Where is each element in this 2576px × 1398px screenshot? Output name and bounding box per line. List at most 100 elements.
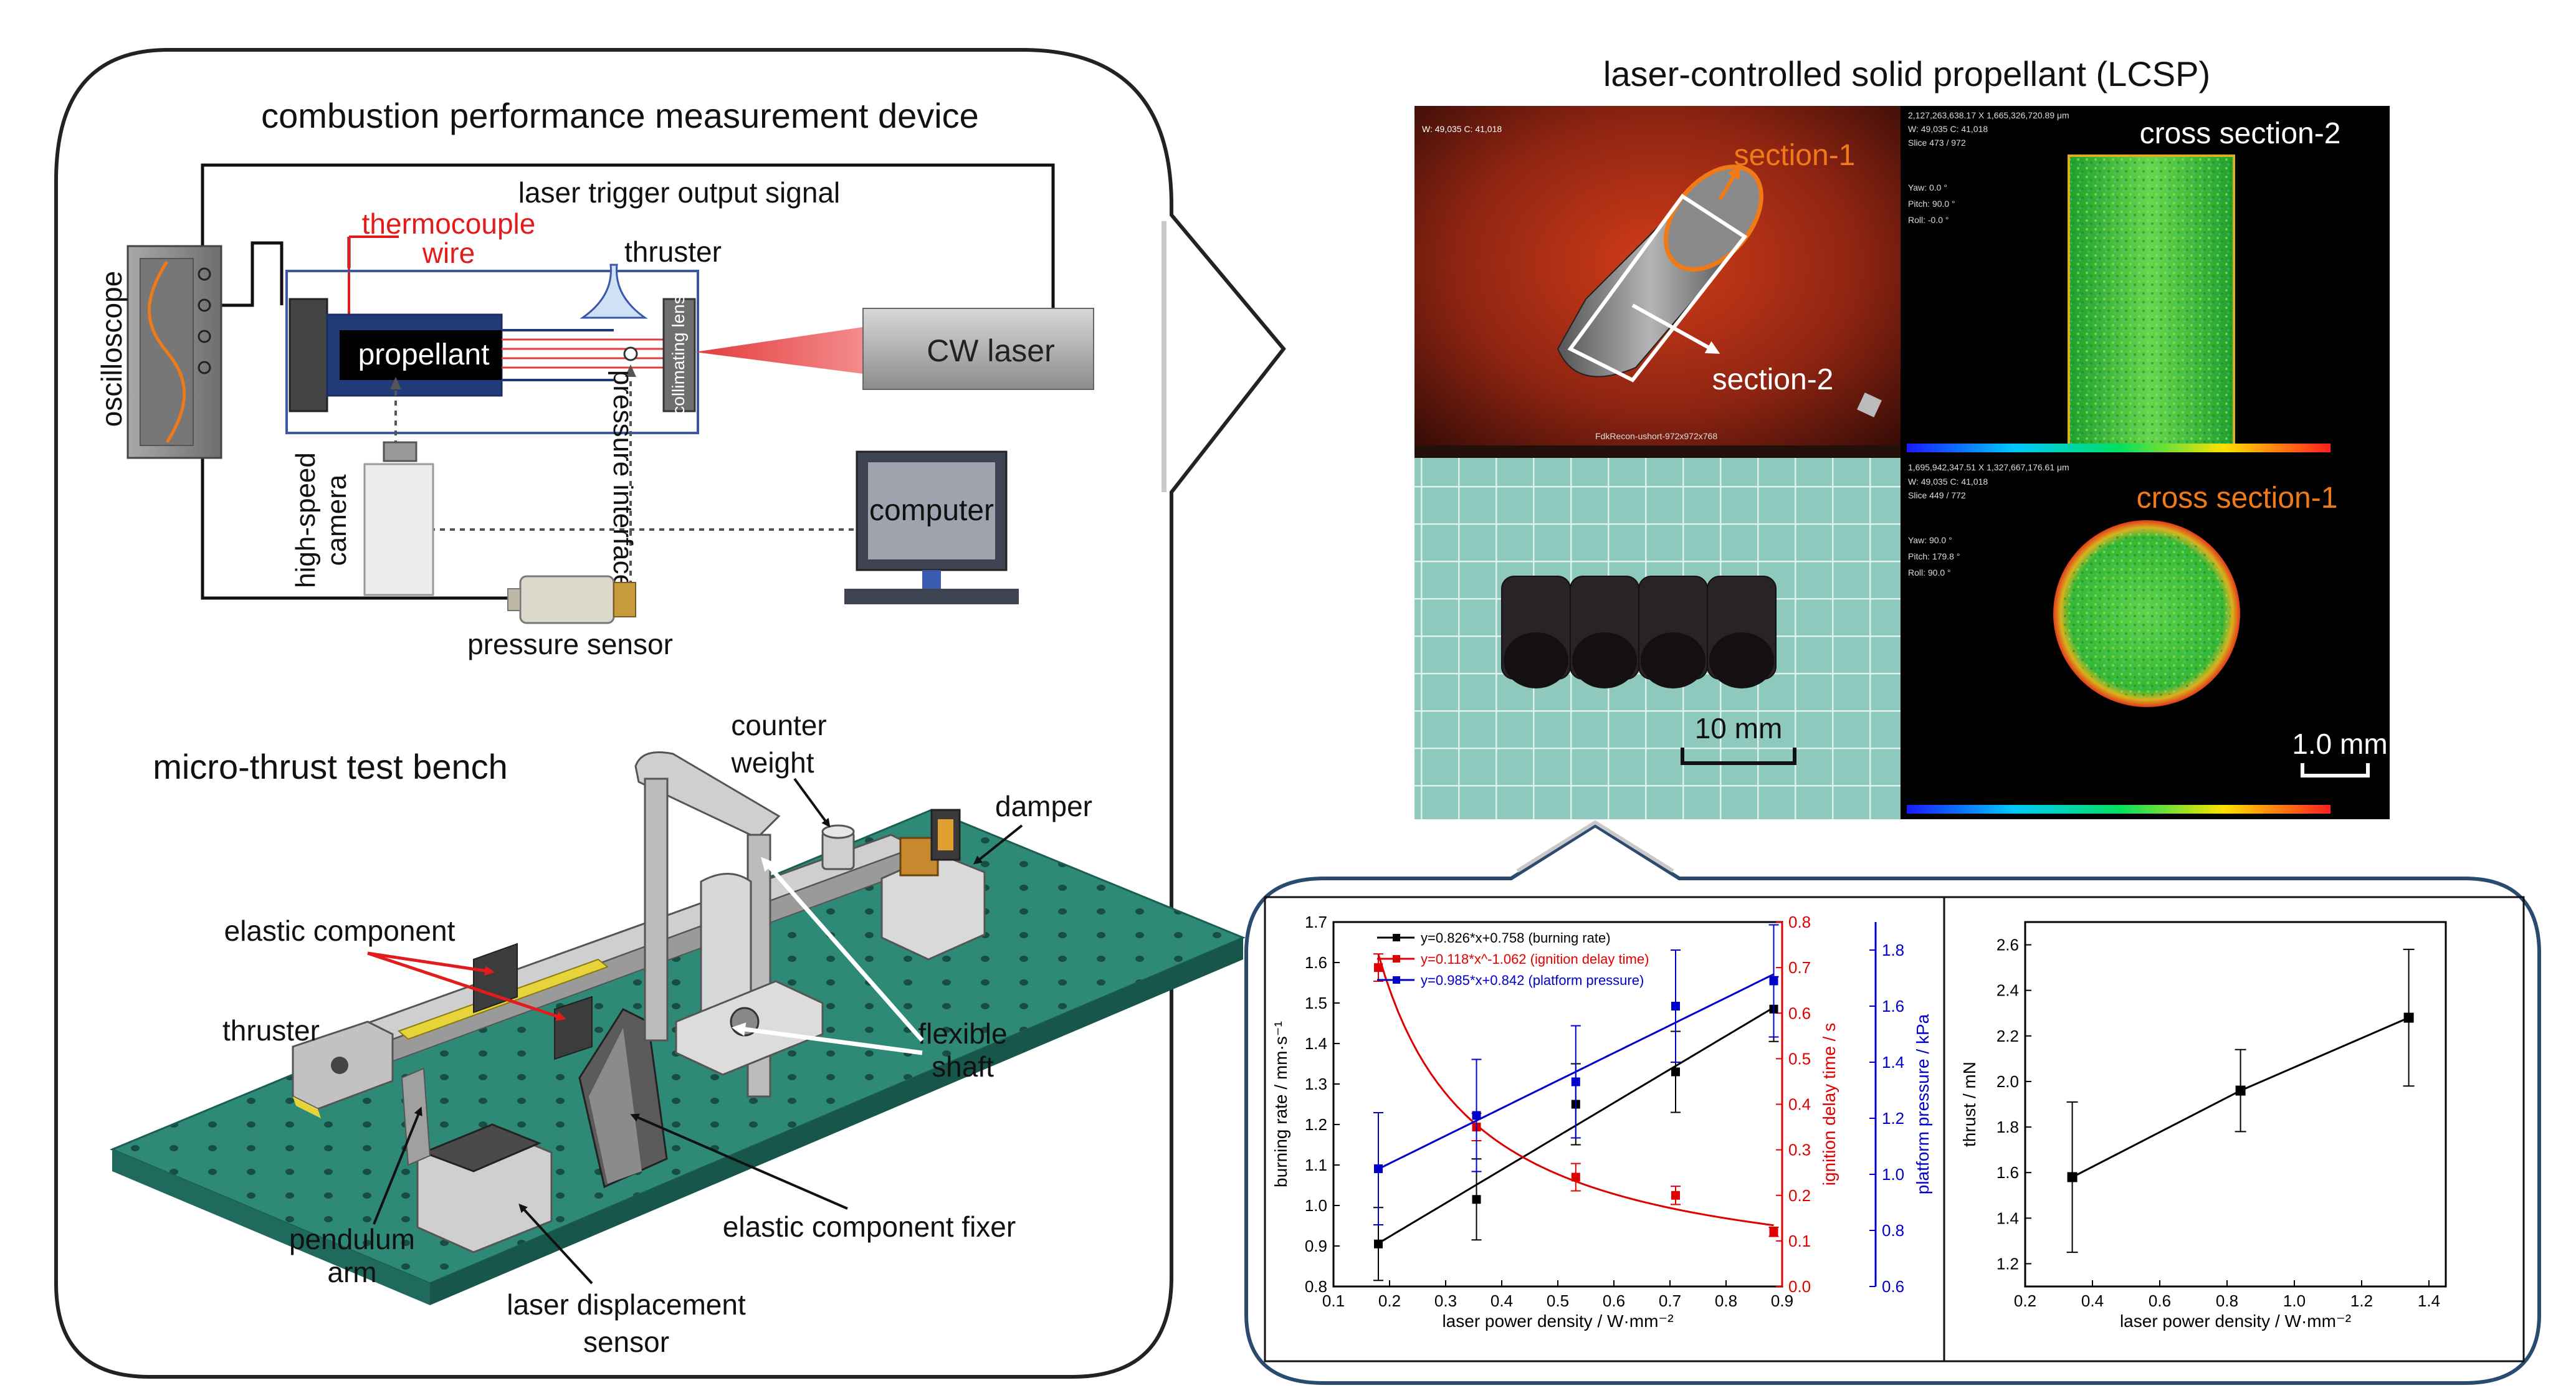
chart1-ignition-tick-label: 0.2 [1788, 1186, 1811, 1205]
chart1-legend-marker [1393, 955, 1400, 963]
camera-arrow-head [390, 377, 401, 389]
chart2-point [2235, 1085, 2246, 1096]
svg-text:1,695,942,347.51 X 1,327,667,1: 1,695,942,347.51 X 1,327,667,176.61 μm [1908, 462, 2069, 472]
ct-cross-section-1: 1,695,942,347.51 X 1,327,667,176.61 μm W… [1901, 458, 2390, 819]
counter-weight-pointer [793, 777, 831, 828]
chart1-burning-tick-label: 1.2 [1305, 1115, 1327, 1134]
chart2-x-tick-label: 0.2 [2014, 1291, 2036, 1310]
chart1-point-ignition [1374, 963, 1383, 972]
chart-panel-inner [1264, 896, 2525, 1362]
chart2-y-tick-label: 2.6 [1996, 936, 2019, 954]
chart2-y-tick-label: 2.2 [1996, 1027, 2019, 1045]
svg-text:FdkRecon-ushort-972x972x768: FdkRecon-ushort-972x972x768 [1595, 431, 1717, 441]
damper-pointer [973, 824, 1023, 865]
svg-text:Roll: -0.0 °: Roll: -0.0 ° [1908, 215, 1949, 225]
chart1-ignition-tick-label: 0.5 [1788, 1049, 1811, 1068]
section2-label: section-2 [1712, 363, 1834, 396]
flexible-pointer-2 [732, 1022, 923, 1055]
chart2-y-tick-label: 2.4 [1996, 981, 2019, 1000]
cross-section-1-label: cross section-1 [2137, 482, 2338, 515]
chart1-ignition-tick-label: 0.6 [1788, 1004, 1811, 1022]
chart2-x-tick-label: 0.6 [2149, 1291, 2171, 1310]
chart1-pressure-tick-label: 0.8 [1882, 1221, 1904, 1240]
chart2-x-tick-label: 0.4 [2081, 1291, 2104, 1310]
thruster-chamber [285, 264, 699, 434]
collimating-lens-label: collimating lens [669, 295, 688, 414]
chart1-burning-tick-label: 0.9 [1305, 1237, 1327, 1255]
elastic-pointer-1 [367, 951, 495, 976]
chart1-pressure-tick-label: 0.6 [1882, 1277, 1904, 1296]
svg-text:W: 49,035 C: 41,018: W: 49,035 C: 41,018 [1908, 124, 1988, 134]
chart2-x-axis-label: laser power density / W·mm⁻² [2120, 1311, 2351, 1331]
chart1-x-tick-label: 0.4 [1491, 1291, 1513, 1310]
chart1-ignition-axis-label: ignition delay time / s [1820, 1023, 1839, 1186]
chart2-point [2067, 1172, 2077, 1182]
chart1-point-burning [1472, 1195, 1481, 1204]
thermocouple-label-1: thermocouple [362, 207, 536, 240]
chart1-x-tick-label: 0.9 [1771, 1291, 1793, 1310]
elastic-pointer-2 [367, 951, 566, 1021]
chart1-burning-tick-label: 1.3 [1305, 1075, 1327, 1093]
svg-text:Pitch: 90.0 °: Pitch: 90.0 ° [1908, 199, 1955, 209]
propellant-photo [1414, 458, 1901, 819]
chart1-x-tick-label: 0.6 [1603, 1291, 1625, 1310]
svg-text:W: 49,035 C: 41,018: W: 49,035 C: 41,018 [1422, 124, 1502, 134]
chart-panel-notch [1516, 820, 1674, 873]
counter-weight-label-2: weight [731, 746, 814, 779]
pendulum-arm-label-2: arm [327, 1256, 376, 1288]
chart1-point-pressure [1472, 1111, 1481, 1120]
fixer-pointer [630, 1113, 848, 1210]
pendulum-arm-label-1: pendulum [289, 1223, 415, 1255]
flexible-shaft-label-1: flexible [918, 1017, 1007, 1050]
measurement-lines [394, 368, 857, 586]
section1-label: section-1 [1734, 139, 1856, 172]
device-title: combustion performance measurement devic… [261, 96, 979, 135]
thruster-label-device: thruster [624, 235, 722, 268]
flexible-pointer-1 [761, 857, 924, 1042]
chart1-point-ignition [1571, 1172, 1580, 1182]
chart1-ignition-tick-label: 0.8 [1788, 913, 1811, 931]
chart1-point-pressure [1671, 1002, 1680, 1010]
chart2-y-tick-label: 1.2 [1996, 1254, 2019, 1273]
scale-1mm-label: 1.0 mm [2292, 728, 2387, 760]
chart2-y-tick-label: 1.8 [1996, 1118, 2019, 1136]
chart2-x-tick-label: 1.0 [2283, 1291, 2306, 1310]
chart1-point-pressure [1571, 1077, 1580, 1087]
lcsp-title: laser-controlled solid propellant (LCSP) [1603, 54, 2210, 93]
chart1-burning-tick-label: 1.1 [1305, 1156, 1327, 1174]
chart1-legend-text: y=0.985*x+0.842 (platform pressure) [1421, 972, 1644, 988]
chart1-x-tick-label: 0.5 [1547, 1291, 1569, 1310]
displacement-pointer [518, 1204, 593, 1285]
chart1-ignition-tick-label: 0.4 [1788, 1095, 1811, 1114]
chart2-x-tick-label: 1.4 [2418, 1291, 2440, 1310]
cross-section-2-label: cross section-2 [2140, 117, 2341, 150]
cw-laser-label: CW laser [927, 333, 1055, 368]
chart2-y-tick-label: 2.0 [1996, 1072, 2019, 1091]
chart1-point-burning [1671, 1067, 1680, 1077]
chart1-legend-marker [1393, 976, 1400, 984]
pressure-interface-label: pressure interface [608, 370, 638, 589]
test-bench-drawing [110, 751, 1246, 1305]
chart1-legend-text: y=0.118*x^-1.062 (ignition delay time) [1421, 951, 1649, 967]
chart1-ignition-tick-label: 0.7 [1788, 958, 1811, 977]
svg-text:Slice 473 / 972: Slice 473 / 972 [1908, 138, 1966, 148]
chart1-x-axis-label: laser power density / W·mm⁻² [1442, 1311, 1673, 1331]
computer [844, 450, 1019, 604]
propellant-label: propellant [358, 338, 490, 371]
laser-trigger-label: laser trigger output signal [518, 176, 841, 209]
chart1-burning-tick-label: 1.4 [1305, 1034, 1327, 1053]
high-speed-camera [363, 441, 434, 596]
svg-text:W: 49,035 C: 41,018: W: 49,035 C: 41,018 [1908, 477, 1988, 487]
chart2-point [2403, 1012, 2414, 1023]
damper-label: damper [995, 790, 1092, 822]
oscilloscope-label: oscilloscope [95, 271, 128, 427]
chart1-x-tick-label: 0.7 [1659, 1291, 1681, 1310]
flexible-shaft-label-2: shaft [932, 1050, 994, 1083]
cw-laser [862, 308, 1094, 390]
chart1-burning-tick-label: 1.0 [1305, 1196, 1327, 1215]
displacement-sensor-label-1: laser displacement [507, 1288, 746, 1321]
chart1-x-tick-label: 0.2 [1378, 1291, 1401, 1310]
chart1-pressure-axis-label: platform pressure / kPa [1913, 1014, 1932, 1194]
